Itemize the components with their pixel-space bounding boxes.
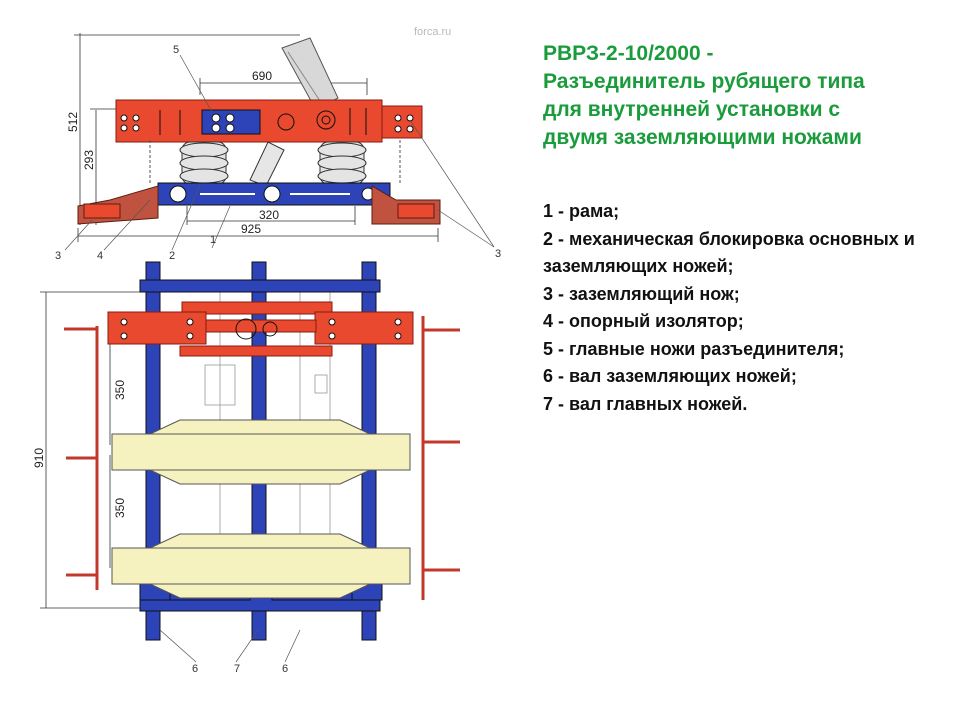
dim-925: 925 bbox=[241, 222, 261, 236]
dim-350-lower: 350 bbox=[113, 498, 127, 518]
title-line-4: двумя заземляющими ножами bbox=[543, 126, 862, 149]
legend-item: 2 - механическая блокировка основных и з… bbox=[543, 228, 915, 277]
side-view: 690 512 293 320 925 bbox=[64, 33, 495, 251]
dim-320: 320 bbox=[259, 208, 279, 222]
dim-690: 690 bbox=[252, 69, 272, 83]
dim-910: 910 bbox=[32, 448, 46, 468]
callout-5: 5 bbox=[173, 44, 179, 56]
legend-item: 7 - вал главных ножей. bbox=[543, 393, 748, 414]
grounding-knife-bases bbox=[77, 185, 441, 225]
frame-side bbox=[157, 182, 391, 206]
title-line-3: для внутренней установки с bbox=[543, 98, 841, 121]
callout-4: 4 bbox=[97, 250, 103, 262]
legend-item: 3 - заземляющий нож; bbox=[543, 283, 740, 304]
dim-350-upper: 350 bbox=[113, 380, 127, 400]
dim-512: 512 bbox=[66, 112, 80, 132]
legend-item: 6 - вал заземляющих ножей; bbox=[543, 366, 797, 386]
callout-7: 7 bbox=[234, 663, 240, 675]
legend-item: 5 - главные ножи разъединителя; bbox=[543, 338, 845, 359]
legend-list: 1 - рама; 2 - механическая блокировка ос… bbox=[543, 198, 953, 418]
plan-view: 910 350 350 bbox=[32, 261, 460, 663]
plan-dimension-lines bbox=[40, 291, 140, 609]
callout-1: 1 bbox=[210, 234, 216, 246]
callout-6-right: 6 bbox=[282, 663, 288, 675]
title-line-1: РВРЗ-2-10/2000 - bbox=[543, 42, 714, 65]
dim-293: 293 bbox=[82, 150, 96, 170]
callout-3-left: 3 bbox=[55, 250, 61, 262]
plan-busbar bbox=[107, 301, 414, 357]
callout-3-right: 3 bbox=[495, 248, 501, 260]
legend-item: 4 - опорный изолятор; bbox=[543, 311, 744, 331]
page-title: РВРЗ-2-10/2000 - Разъединитель рубящего … bbox=[543, 40, 943, 152]
legend-item: 1 - рама; bbox=[543, 201, 620, 221]
main-knife bbox=[281, 37, 339, 111]
grounding-shafts bbox=[64, 316, 460, 600]
top-busbar bbox=[115, 99, 423, 143]
callout-2: 2 bbox=[169, 250, 175, 262]
support-insulators bbox=[179, 141, 367, 185]
title-line-2: Разъединитель рубящего типа bbox=[543, 70, 865, 93]
insulator-shafts bbox=[111, 419, 411, 599]
side-leader-lines bbox=[64, 54, 495, 251]
callout-6-left: 6 bbox=[192, 663, 198, 675]
watermark: forca.ru bbox=[414, 26, 451, 38]
plan-leader-lines bbox=[159, 629, 301, 663]
